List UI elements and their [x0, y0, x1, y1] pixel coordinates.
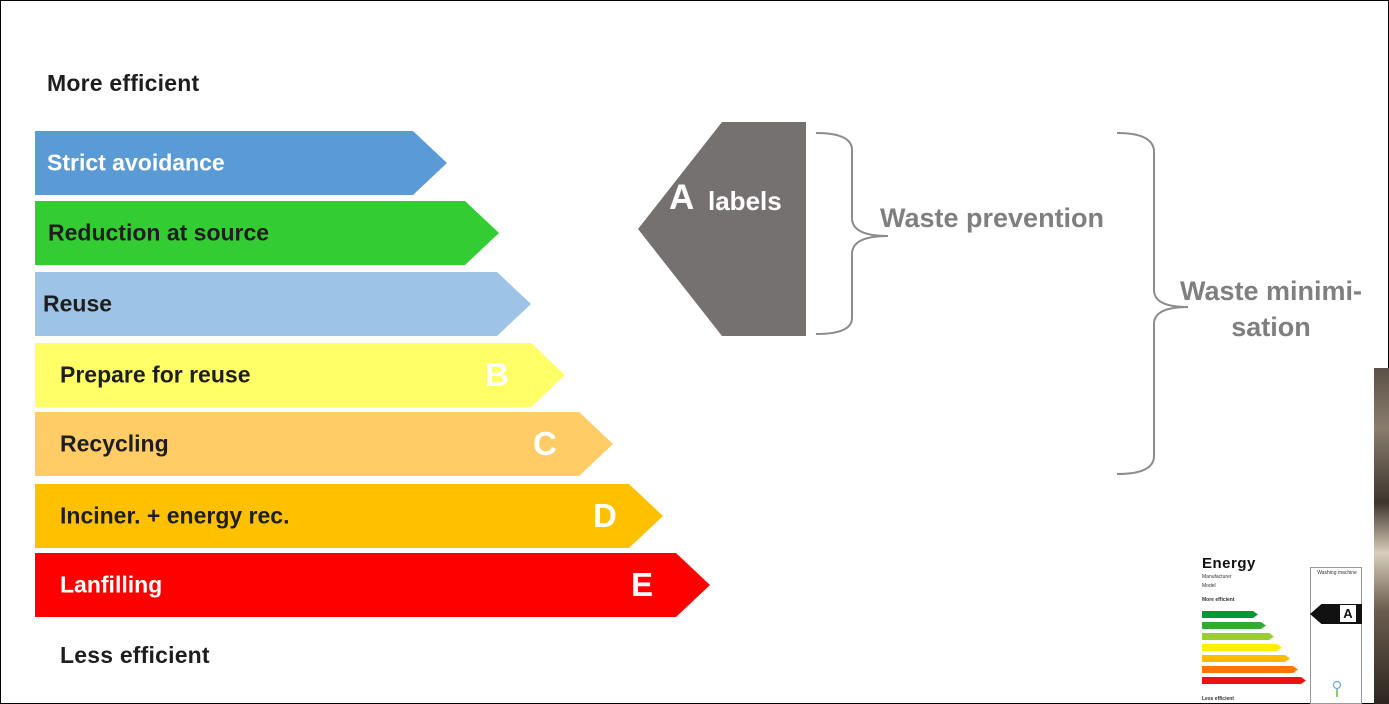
hierarchy-arrow-grade: C: [533, 425, 557, 462]
energy-label-rating-box: Washing machine: [1310, 567, 1362, 704]
more-efficient-label: More efficient: [47, 70, 200, 96]
energy-label-bar: [1202, 633, 1274, 640]
a-labels-word: labels: [708, 186, 782, 216]
hierarchy-arrow: Prepare for reuse B: [35, 343, 565, 407]
energy-label-title: Energy: [1202, 555, 1256, 572]
waste-minimisation-line-1: Waste minimi-: [1179, 276, 1363, 306]
hierarchy-arrow: Inciner. + energy rec. D: [35, 484, 663, 548]
hierarchy-arrow: Strict avoidance: [35, 131, 447, 195]
hierarchy-arrow-grade: D: [593, 497, 617, 534]
hierarchy-arrow-label: Reduction at source: [48, 219, 270, 246]
energy-label-rating: A: [1340, 605, 1356, 622]
a-labels-letter: A: [669, 178, 695, 217]
waste-minimisation-brace: [1116, 132, 1189, 475]
waste-prevention-text: Waste prevention: [880, 203, 1105, 233]
energy-label-appliance: Washing machine: [1317, 570, 1357, 576]
waste-prevention-brace: [815, 132, 889, 335]
flower-icon: [1332, 680, 1342, 697]
energy-label-manufacturer: Manufacturer: [1202, 574, 1232, 580]
hierarchy-arrow-label: Strict avoidance: [47, 149, 225, 176]
hierarchy-arrow-grade: E: [631, 566, 654, 603]
hierarchy-arrow: Lanfilling E: [35, 553, 710, 617]
energy-label-model: Model: [1202, 583, 1216, 589]
hierarchy-arrow: Reuse: [35, 272, 531, 336]
less-efficient-label: Less efficient: [60, 642, 210, 668]
hierarchy-arrow: Recycling C: [35, 412, 613, 476]
hierarchy-arrow-label: Prepare for reuse: [60, 361, 251, 388]
waste-minimisation-line-2: sation: [1231, 312, 1311, 342]
energy-label-more-efficient: More efficient: [1202, 597, 1235, 603]
hierarchy-arrow-label: Lanfilling: [60, 571, 163, 598]
energy-label-less-efficient: Less efficient: [1202, 696, 1234, 702]
hierarchy-arrow-label: Recycling: [60, 430, 169, 457]
waste-minimisation-text: Waste minimi- sation: [1176, 273, 1366, 345]
energy-label-thumbnail: Energy Manufacturer Model More efficient…: [1198, 553, 1368, 704]
hierarchy-arrow-label: Inciner. + energy rec.: [60, 502, 290, 529]
energy-label-bar: [1202, 677, 1306, 684]
photo-crop: [1374, 368, 1389, 704]
hierarchy-arrow: Reduction at source: [35, 201, 499, 265]
energy-label-bar: [1202, 655, 1290, 662]
energy-label-bar: [1202, 644, 1282, 651]
energy-label-bar: [1202, 611, 1258, 618]
hierarchy-arrow-grade: B: [485, 356, 509, 393]
energy-label-bar: [1202, 666, 1298, 673]
energy-label-bar: [1202, 622, 1266, 629]
hierarchy-arrow-label: Reuse: [43, 290, 113, 317]
